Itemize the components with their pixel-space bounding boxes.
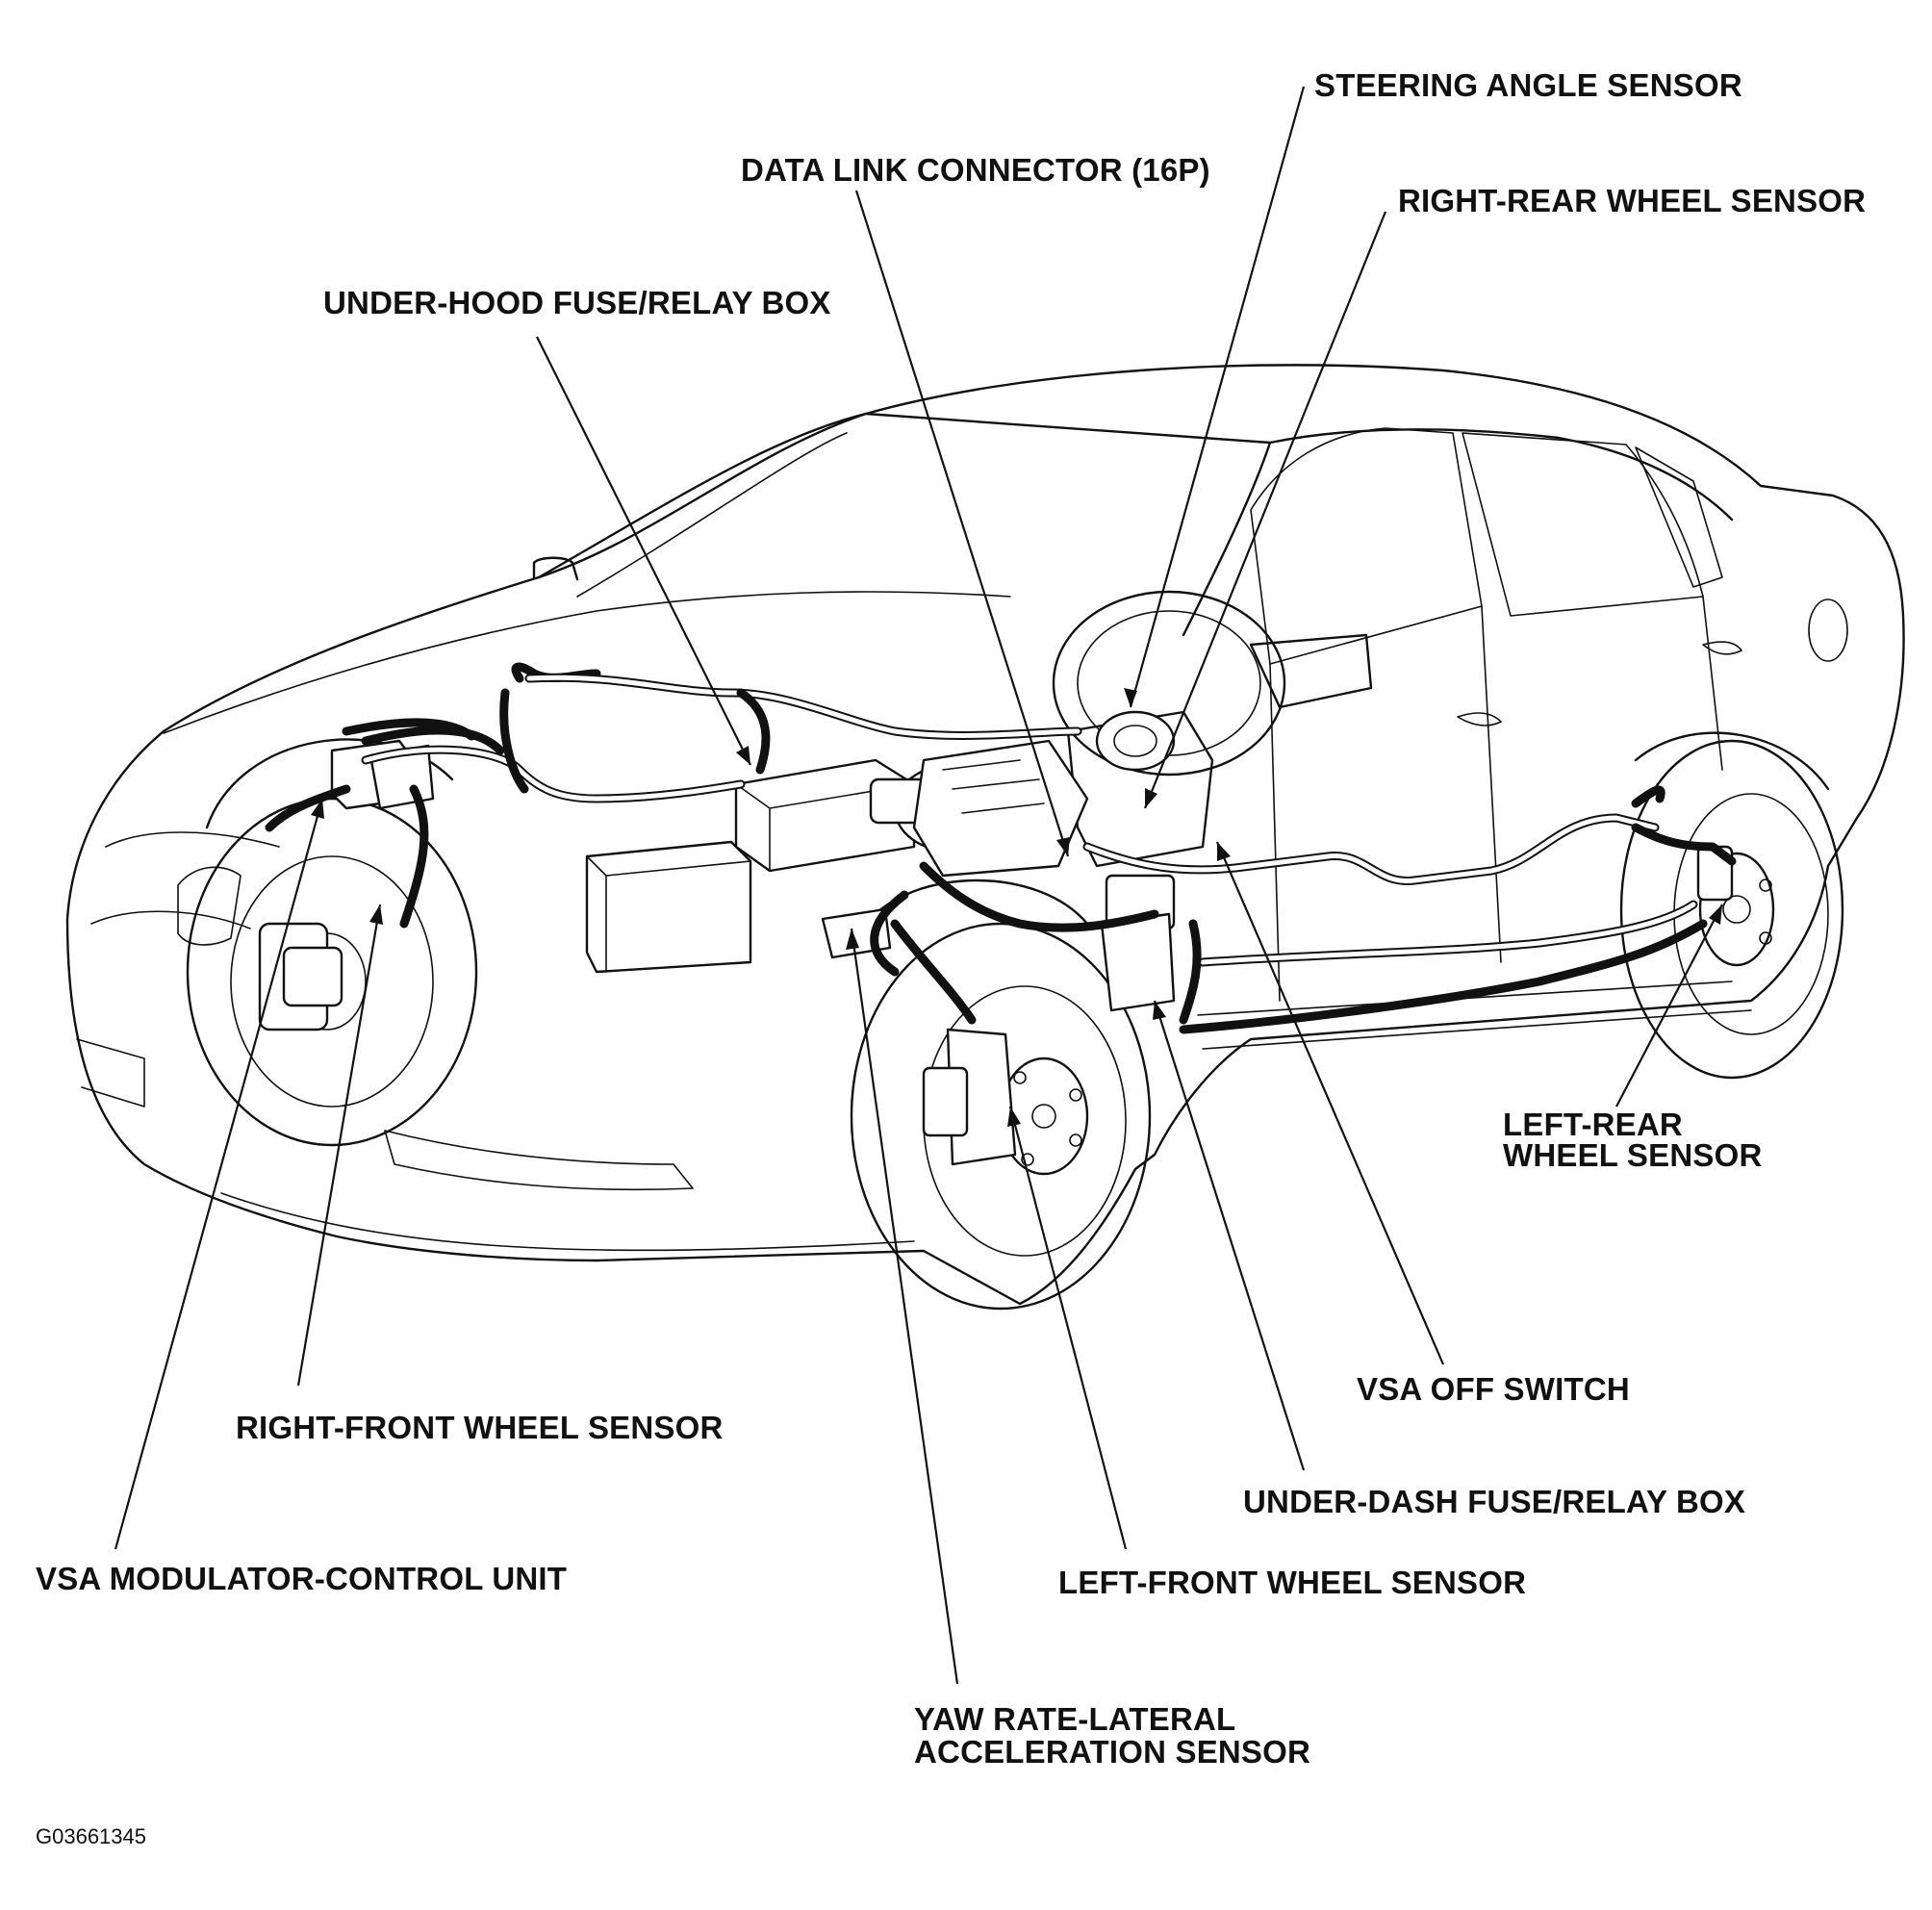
right-front-wheel bbox=[186, 797, 478, 1147]
label-vsa-off-switch: VSA OFF SWITCH bbox=[1357, 1371, 1630, 1407]
label-data-link-connector: DATA LINK CONNECTOR (16P) bbox=[741, 152, 1210, 188]
figure-code: G03661345 bbox=[36, 1824, 146, 1848]
label-right-front-wheel-sensor: RIGHT-FRONT WHEEL SENSOR bbox=[236, 1410, 724, 1445]
engine-bay-components bbox=[330, 590, 1286, 1012]
label-left-rear-wheel-sensor-line2: WHEEL SENSOR bbox=[1503, 1137, 1763, 1173]
label-right-rear-wheel-sensor: RIGHT-REAR WHEEL SENSOR bbox=[1398, 183, 1866, 218]
label-left-rear-wheel-sensor-line1: LEFT-REAR bbox=[1503, 1107, 1683, 1142]
label-left-front-wheel-sensor: LEFT-FRONT WHEEL SENSOR bbox=[1058, 1565, 1526, 1600]
label-yaw-rate-sensor-line1: YAW RATE-LATERAL bbox=[914, 1701, 1235, 1737]
label-yaw-rate-sensor-line2: ACCELERATION SENSOR bbox=[914, 1734, 1310, 1770]
label-under-hood-fuse-relay-box: UNDER-HOOD FUSE/RELAY BOX bbox=[323, 285, 831, 320]
left-front-wheel bbox=[850, 922, 1152, 1311]
label-under-dash-fuse-relay-box: UNDER-DASH FUSE/RELAY BOX bbox=[1243, 1484, 1745, 1519]
callout-leaders bbox=[114, 86, 1723, 1685]
wiring-harness bbox=[265, 662, 1737, 1034]
label-steering-angle-sensor: STEERING ANGLE SENSOR bbox=[1314, 67, 1742, 103]
label-vsa-modulator-control-unit: VSA MODULATOR-CONTROL UNIT bbox=[36, 1561, 567, 1596]
